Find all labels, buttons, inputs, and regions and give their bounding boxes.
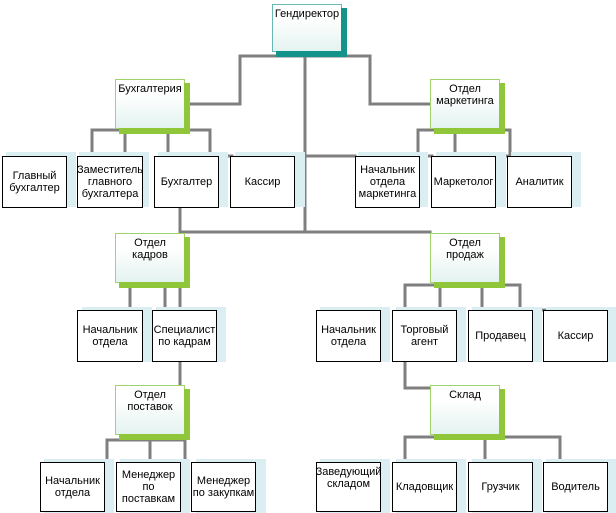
node-supply[interactable]: Отдел поставок	[115, 385, 190, 440]
node-label: Заведующий складом	[315, 466, 382, 490]
node-label: Отдел поставок	[127, 389, 173, 413]
node-label: Торговый агент	[400, 324, 449, 348]
node-label: Продавец	[475, 330, 526, 342]
node-label: Водитель	[551, 481, 600, 493]
node-label: Главный бухгалтер	[9, 170, 60, 194]
node-hr[interactable]: Отдел кадров	[115, 233, 190, 288]
node-label: Отдел маркетинга	[436, 83, 494, 107]
node-label: Кассир	[557, 330, 594, 342]
node-sales[interactable]: Отдел продаж	[430, 233, 505, 288]
node-label: Отдел продаж	[446, 237, 484, 261]
node-cashier-sales[interactable]: Кассир	[543, 310, 608, 362]
node-label: Начальник отдела	[321, 324, 376, 348]
node-general-director[interactable]: Гендиректор	[272, 4, 347, 57]
node-label: Кассир	[244, 176, 281, 188]
node-label: Маркетолог	[433, 176, 494, 188]
node-label: Менеджер по закупкам	[192, 475, 255, 499]
node-accounting[interactable]: Бухгалтерия	[115, 79, 190, 134]
node-chief-accountant[interactable]: Главный бухгалтер	[2, 156, 67, 208]
node-label: Склад	[449, 389, 481, 401]
node-label: Отдел кадров	[132, 237, 168, 261]
node-warehouse-head[interactable]: Заведующий складом	[316, 462, 381, 512]
node-head-hr[interactable]: Начальник отдела	[77, 310, 143, 362]
node-label: Менеджер по поставкам	[121, 469, 176, 505]
node-label: Гендиректор	[274, 8, 340, 20]
node-storekeeper[interactable]: Кладовщик	[392, 462, 457, 512]
node-label: Кладовщик	[395, 481, 454, 493]
node-label: Аналитик	[515, 176, 564, 188]
node-label: Бухгалтерия	[118, 83, 182, 95]
node-marketer[interactable]: Маркетолог	[431, 156, 496, 208]
node-label: Начальник отдела	[82, 324, 138, 348]
node-hr-specialist[interactable]: Специалист по кадрам	[152, 310, 217, 362]
node-purchase-manager[interactable]: Менеджер по закупкам	[191, 462, 256, 512]
node-warehouse[interactable]: Склад	[430, 385, 505, 440]
node-label: Начальник отдела	[45, 475, 100, 499]
node-salesman[interactable]: Продавец	[468, 310, 533, 362]
node-supply-manager[interactable]: Менеджер по поставкам	[116, 462, 181, 512]
node-analyst[interactable]: Аналитик	[507, 156, 572, 208]
node-head-supply[interactable]: Начальник отдела	[40, 462, 105, 512]
node-head-marketing[interactable]: Начальник отдела маркетинга	[355, 156, 420, 208]
node-label: Бухгалтер	[160, 176, 213, 188]
node-sales-agent[interactable]: Торговый агент	[392, 310, 457, 362]
node-marketing[interactable]: Отдел маркетинга	[430, 79, 505, 134]
node-driver[interactable]: Водитель	[543, 462, 608, 512]
node-label: Грузчик	[481, 481, 520, 493]
node-cashier-accounting[interactable]: Кассир	[230, 156, 295, 208]
node-label: Заместитель главного бухгалтера	[77, 164, 143, 200]
node-accountant[interactable]: Бухгалтер	[154, 156, 219, 208]
node-label: Специалист по кадрам	[153, 324, 216, 348]
node-head-sales[interactable]: Начальник отдела	[316, 310, 381, 362]
node-deputy-chief-accountant[interactable]: Заместитель главного бухгалтера	[77, 156, 143, 208]
node-label: Начальник отдела маркетинга	[358, 164, 417, 200]
node-loader[interactable]: Грузчик	[468, 462, 533, 512]
